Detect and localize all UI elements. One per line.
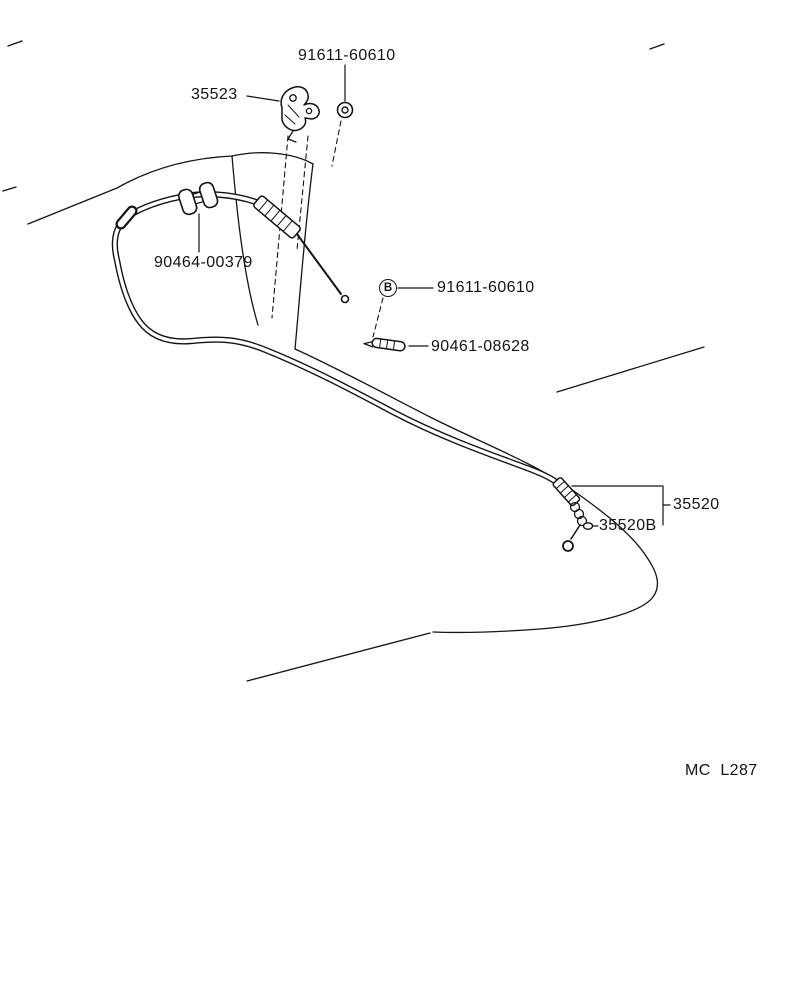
leader-bracket	[246, 95, 280, 102]
pin-part-icon	[363, 337, 406, 352]
panel-edge-left	[231, 155, 259, 326]
panel-edge-bottom-diagonal	[246, 632, 431, 682]
cable-boot-core	[117, 207, 136, 228]
cable-end-wire	[570, 524, 581, 540]
cable-end-fitting	[552, 477, 581, 507]
panel-edge-right-diagonal	[556, 346, 705, 393]
dashed-line-bolt-b	[372, 297, 384, 338]
page-code: MC L287	[685, 762, 758, 779]
crop-mark-top-right	[649, 43, 665, 50]
rod-end-eyelet-icon	[340, 294, 350, 304]
panel-edge-sweep	[294, 348, 659, 634]
cable-spring-coil	[576, 515, 588, 527]
leader-cable-assembly	[571, 485, 664, 526]
cable-inner-rod	[296, 233, 342, 295]
part-number-label-cable-assembly: 35520	[673, 496, 720, 513]
part-number-label-bracket: 35523	[191, 86, 238, 103]
dashed-line-bracket-right	[296, 135, 309, 251]
washer-icon	[336, 101, 354, 119]
cable-spring-coil	[573, 508, 585, 520]
part-number-label-pin: 90461-08628	[431, 338, 530, 355]
cable-eyelet-icon	[562, 540, 574, 552]
crop-mark-top-left	[7, 40, 23, 47]
part-number-label-bolt-b: 91611-60610	[437, 279, 535, 296]
bracket-part-icon	[280, 86, 320, 143]
double-clamp-icon	[177, 181, 219, 216]
part-number-label-cable-sub: 35520B	[599, 517, 657, 534]
panel-edge-top	[27, 152, 314, 225]
panel-edge-right	[294, 163, 314, 350]
grommet-icon	[582, 522, 594, 530]
circled-b-marker: B	[379, 279, 397, 297]
part-number-label-bolt-top: 91611-60610	[298, 47, 396, 64]
washer-icon-hole	[341, 106, 349, 114]
crop-mark-left	[2, 186, 17, 192]
cable-core	[113, 192, 558, 484]
dashed-line-washer	[331, 120, 342, 167]
cable-adjuster-fitting	[253, 195, 301, 239]
part-number-label-clamp: 90464-00379	[154, 254, 253, 271]
